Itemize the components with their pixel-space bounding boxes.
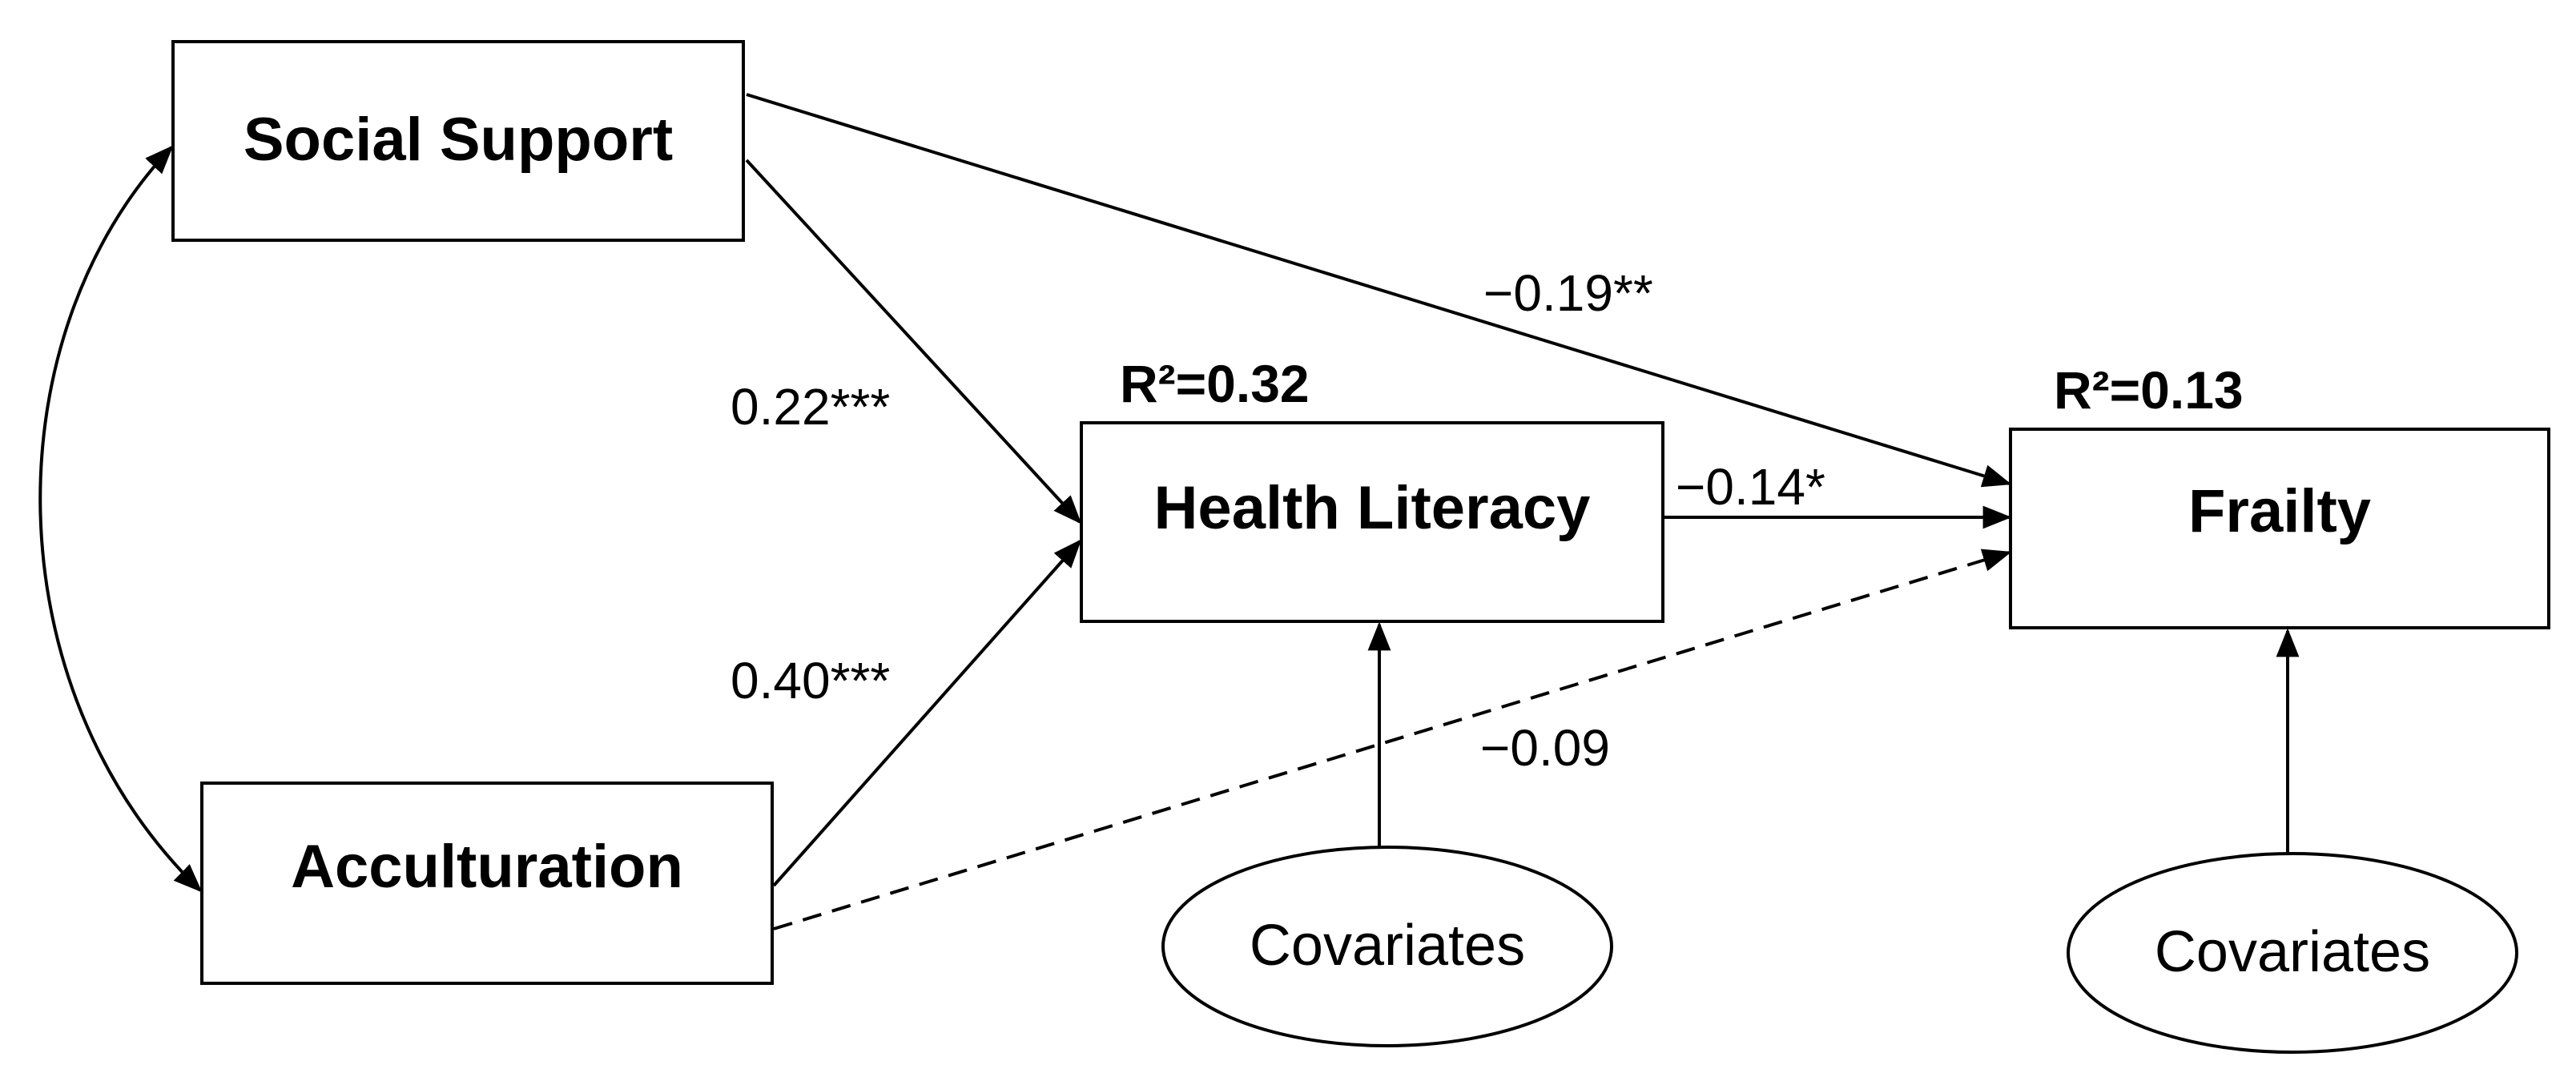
covariance-arrow <box>38 145 203 893</box>
arrow-social-support-to-health-literacy <box>745 159 1082 524</box>
arrow-acculturation-to-health-literacy <box>772 539 1082 887</box>
coef-health-literacy-to-frailty: −0.14* <box>1676 458 1825 516</box>
coef-social-support-to-health-literacy: 0.22*** <box>731 378 890 436</box>
coef-social-support-to-frailty: −0.19** <box>1483 264 1653 322</box>
health-literacy-label: Health Literacy <box>1154 474 1591 542</box>
coef-acculturation-to-health-literacy: 0.40*** <box>731 652 890 709</box>
coef-acculturation-to-frailty: −0.09 <box>1480 719 1610 777</box>
acculturation-label: Acculturation <box>291 833 683 901</box>
covariates-health-literacy-ellipse <box>1161 846 1613 1047</box>
covariates-health-literacy-label: Covariates <box>1250 914 1525 978</box>
social-support-box <box>171 40 745 242</box>
arrow-acculturation-to-frailty <box>773 549 2012 930</box>
health-literacy-r-squared: R²=0.32 <box>1120 354 1310 413</box>
covariates-frailty-ellipse <box>2067 852 2518 1054</box>
social-support-label: Social Support <box>244 106 673 174</box>
arrow-social-support-to-frailty <box>746 93 2012 488</box>
frailty-label: Frailty <box>2188 477 2371 545</box>
covariates-frailty-label: Covariates <box>2155 920 2430 984</box>
frailty-r-squared: R²=0.13 <box>2054 360 2244 420</box>
